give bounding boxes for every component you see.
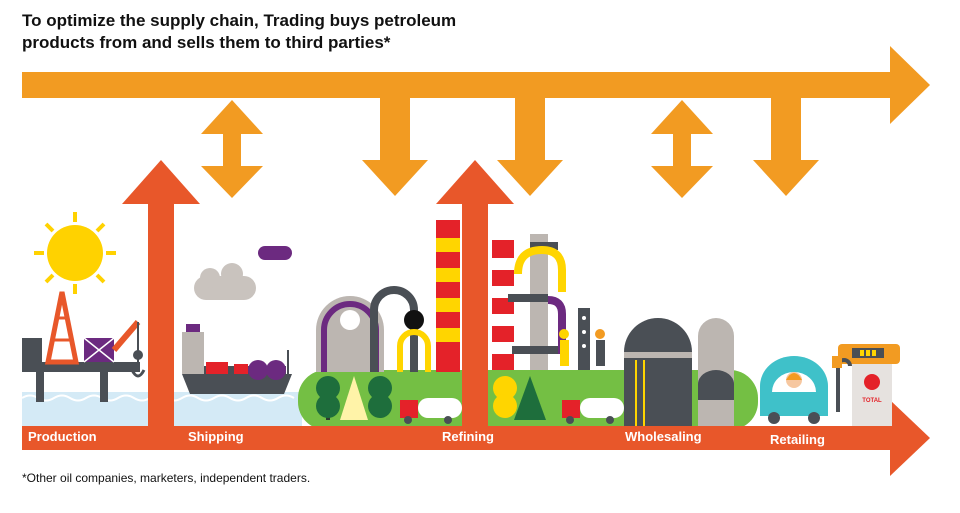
cloud-icon bbox=[194, 263, 256, 300]
flow-arrow bbox=[22, 400, 930, 476]
buy-sell-arrow-wholesaling bbox=[651, 100, 713, 198]
sun-icon bbox=[34, 212, 116, 294]
trees-icon bbox=[316, 376, 546, 420]
production-up-arrow bbox=[122, 160, 200, 430]
refinery-column-icon bbox=[492, 234, 605, 370]
buy-sell-arrow-shipping bbox=[201, 100, 263, 198]
supply-arrow-refining bbox=[362, 96, 428, 196]
refinery-chimney-icon bbox=[436, 220, 460, 372]
tanker-ship-icon bbox=[182, 324, 292, 394]
diagram-title-line-1: To optimize the supply chain, Trading bu… bbox=[22, 11, 457, 30]
tanker-truck-icon-2 bbox=[562, 398, 624, 424]
refinery-tanks-icon bbox=[316, 286, 431, 372]
stage-label-wholesaling: Wholesaling bbox=[625, 429, 702, 444]
stage-label-production: Production bbox=[28, 429, 97, 444]
diagram-title-line-2: products from and sells them to third pa… bbox=[22, 33, 391, 52]
tanker-truck-icon bbox=[400, 398, 462, 424]
footnote: *Other oil companies, marketers, indepen… bbox=[22, 471, 311, 485]
brand-logo-text: TOTAL bbox=[862, 398, 882, 404]
supply-arrow-retailing bbox=[753, 96, 819, 196]
storage-tank-icon bbox=[624, 318, 734, 426]
refining-up-arrow bbox=[436, 160, 514, 430]
diagram-title: To optimize the supply chain, Trading bu… bbox=[22, 10, 542, 54]
stage-label-shipping: Shipping bbox=[188, 429, 244, 444]
stage-label-retailing: Retailing bbox=[770, 432, 825, 447]
car-icon bbox=[760, 356, 828, 424]
stage-label-refining: Refining bbox=[442, 429, 494, 444]
oil-platform-icon bbox=[22, 291, 146, 402]
supply-arrow-refining-2 bbox=[497, 96, 563, 196]
fuel-pump-icon: TOTAL bbox=[832, 344, 900, 426]
purple-cloud-icon bbox=[258, 246, 292, 260]
trading-arrow bbox=[22, 46, 930, 124]
